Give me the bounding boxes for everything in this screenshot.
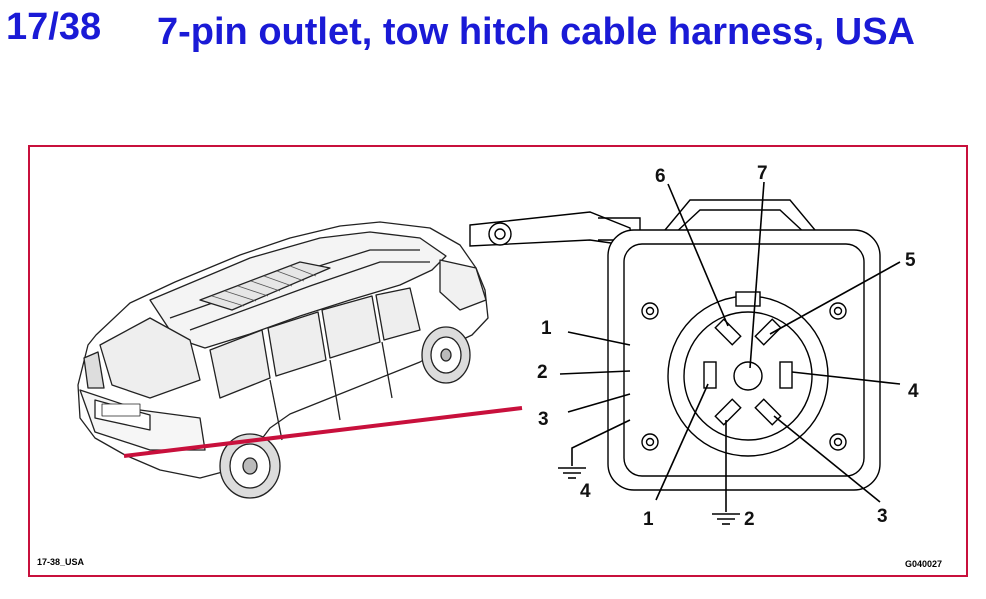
socket-label-3: 3 <box>877 506 888 527</box>
page-title: 7-pin outlet, tow hitch cable harness, U… <box>157 11 915 53</box>
pin-3 <box>754 398 782 426</box>
seven-pin-outlet-housing <box>469 199 881 491</box>
socket-label-4: 4 <box>908 381 919 402</box>
leader-lines <box>559 181 901 512</box>
car-illustration <box>77 221 489 499</box>
pin-4 <box>779 361 793 389</box>
hitch-pointer-line <box>123 406 523 458</box>
socket-label-2: 2 <box>744 509 755 530</box>
figure-id-left: 17-38_USA <box>37 557 85 567</box>
socket-pins <box>703 318 793 426</box>
left-label-3: 3 <box>538 409 549 430</box>
pin-5 <box>754 318 782 346</box>
pin-2 <box>714 398 742 426</box>
ground-symbol-left <box>558 467 586 479</box>
left-label-1: 1 <box>541 318 552 339</box>
left-label-4: 4 <box>580 481 591 502</box>
section-number: 17/38 <box>6 6 102 48</box>
socket-label-1: 1 <box>643 509 654 530</box>
socket-label-7: 7 <box>757 163 768 184</box>
diagram-frame <box>28 145 968 577</box>
pin-1 <box>703 361 717 389</box>
figure-id-right: G040027 <box>905 559 943 569</box>
pin-6 <box>714 318 742 346</box>
socket-label-6: 6 <box>655 166 666 187</box>
ground-symbol-bottom <box>712 513 740 525</box>
socket-label-5: 5 <box>905 250 916 271</box>
mounting-bolts <box>641 302 847 451</box>
left-label-2: 2 <box>537 362 548 383</box>
